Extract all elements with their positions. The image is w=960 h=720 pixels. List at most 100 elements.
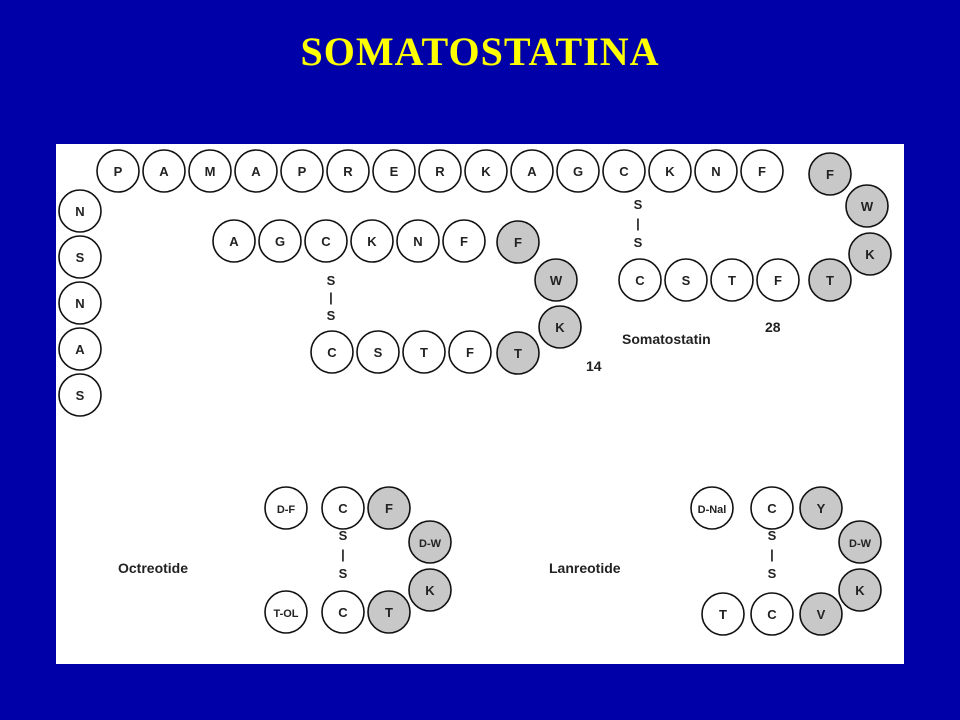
octreotide-bottom-row-3-label: T xyxy=(385,605,393,620)
lanreotide-top-row-3-circle xyxy=(799,486,843,530)
sst28-top-row-11-label: G xyxy=(573,164,583,179)
sst14-bridge-bar: | xyxy=(329,290,333,305)
sst28-top-row-5-circle xyxy=(280,149,324,193)
sst28-top-row-9: K xyxy=(464,149,508,193)
octreotide-turn-2-circle xyxy=(408,568,452,612)
octreotide-top-row-3: F xyxy=(367,486,411,530)
sst14-top-row-5-label: N xyxy=(413,234,422,249)
sst28-top-row-15-circle xyxy=(740,149,784,193)
sst28-bottom-row-3-circle xyxy=(710,258,754,302)
sst28-turn-1: F xyxy=(808,152,852,196)
lanreotide-bottom-row-2-label: C xyxy=(767,607,777,622)
sst14-bottom-row-4-label: F xyxy=(466,345,474,360)
lanreotide-turn-1-circle xyxy=(838,520,882,564)
octreotide-bridge-bar: | xyxy=(341,547,345,562)
sst28-top-row-8: R xyxy=(418,149,462,193)
octreotide-bottom-row-1-label: T-OL xyxy=(273,608,298,620)
sst28-top-row-3: M xyxy=(188,149,232,193)
sst28-top-row-10-label: A xyxy=(527,164,537,179)
octreotide-top-row-2-circle xyxy=(321,486,365,530)
sst28-top-row-11-circle xyxy=(556,149,600,193)
sst14-top-row-2-label: G xyxy=(275,234,285,249)
lanreotide-top-row-2-circle xyxy=(750,486,794,530)
octreotide-turn-1: D-W xyxy=(408,520,452,564)
sst28-top-row-12: C xyxy=(602,149,646,193)
lanreotide-bottom-row-2-circle xyxy=(750,592,794,636)
octreotide-bottom-row-2: C xyxy=(321,590,365,634)
sst28-top-row-11: G xyxy=(556,149,600,193)
octreotide-top-row-1-label: D-F xyxy=(277,504,296,516)
sst28-bottom-row-1: C xyxy=(618,258,662,302)
octreotide-bottom-row-1: T-OL xyxy=(264,590,308,634)
sst14-turn-3-label: K xyxy=(555,320,565,335)
lanreotide-bottom-row-1-label: T xyxy=(719,607,727,622)
lanreotide-bridge-bar: | xyxy=(770,547,774,562)
lanreotide-top-row-2: C xyxy=(750,486,794,530)
octreotide-top-row-1-circle xyxy=(264,486,308,530)
sst28-left-column-4-circle xyxy=(58,327,102,371)
sst28-top-row-12-label: C xyxy=(619,164,629,179)
somatostatin-14-number: 14 xyxy=(586,358,602,374)
sst14-top-row-5: N xyxy=(396,219,440,263)
sst28-left-column-2-label: S xyxy=(76,250,85,265)
sst14-top-row-4-circle xyxy=(350,219,394,263)
disulfide-bridges: S | S S | S S | S S | S xyxy=(327,197,777,581)
sst28-bridge-s1: S xyxy=(634,197,643,212)
sst28-bottom-row-3-label: T xyxy=(728,273,736,288)
sst28-top-row-13: K xyxy=(648,149,692,193)
sst28-top-row-6: R xyxy=(326,149,370,193)
sst14-bottom-row-2: S xyxy=(356,330,400,374)
sst28-left-column-1-label: N xyxy=(75,204,84,219)
sst28-top-row-2-label: A xyxy=(159,164,169,179)
sst28-left-column-4-label: A xyxy=(75,342,85,357)
sst28-top-row-15-label: F xyxy=(758,164,766,179)
sst14-turn-4: T xyxy=(496,331,540,375)
sst28-bottom-row-1-label: C xyxy=(635,273,645,288)
sst14-turn-2-label: W xyxy=(550,273,563,288)
sst28-turn-4-label: T xyxy=(826,273,834,288)
somatostatin-28-number: 28 xyxy=(765,319,781,335)
octreotide-turn-1-label: D-W xyxy=(419,538,442,550)
sst28-left-column-3-label: N xyxy=(75,296,84,311)
lanreotide-bottom-row-3: V xyxy=(799,592,843,636)
sst28-top-row-13-circle xyxy=(648,149,692,193)
lanreotide-turn-1: D-W xyxy=(838,520,882,564)
sst28-top-row-2: A xyxy=(142,149,186,193)
sst28-top-row-9-circle xyxy=(464,149,508,193)
sst28-left-column-5-circle xyxy=(58,373,102,417)
lanreotide-top-row-1-circle xyxy=(690,486,734,530)
sst28-top-row-4-circle xyxy=(234,149,278,193)
octreotide-bottom-row-2-label: C xyxy=(338,605,348,620)
sst28-turn-3-circle xyxy=(848,232,892,276)
sst14-top-row-3: C xyxy=(304,219,348,263)
sst28-left-column-5-label: S xyxy=(76,388,85,403)
sst28-left-column-2: S xyxy=(58,235,102,279)
sst28-bridge-bar: | xyxy=(636,216,640,231)
lanreotide-turn-2-circle xyxy=(838,568,882,612)
sst28-bottom-row-4-label: F xyxy=(774,273,782,288)
sst28-left-column-3-circle xyxy=(58,281,102,325)
sst28-turn-1-label: F xyxy=(826,167,834,182)
octreotide-bottom-row-2-circle xyxy=(321,590,365,634)
sst14-top-row-3-label: C xyxy=(321,234,331,249)
sst28-top-row-7-circle xyxy=(372,149,416,193)
sst14-top-row-6-circle xyxy=(442,219,486,263)
sst28-turn-2: W xyxy=(845,184,889,228)
lanreotide-top-row-3: Y xyxy=(799,486,843,530)
sst28-top-row-13-label: K xyxy=(665,164,675,179)
octreotide-bridge-s1: S xyxy=(339,528,348,543)
sst14-bottom-row-4: F xyxy=(448,330,492,374)
sst28-top-row-10: A xyxy=(510,149,554,193)
sst28-turn-4: T xyxy=(808,258,852,302)
sst14-bottom-row-2-circle xyxy=(356,330,400,374)
sst28-top-row-7: E xyxy=(372,149,416,193)
sst14-top-row-1-circle xyxy=(212,219,256,263)
sst28-bridge-s2: S xyxy=(634,235,643,250)
sst14-top-row-6-label: F xyxy=(460,234,468,249)
sst28-top-row-4-label: A xyxy=(251,164,261,179)
sst28-top-row-10-circle xyxy=(510,149,554,193)
sst28-top-row-9-label: K xyxy=(481,164,491,179)
